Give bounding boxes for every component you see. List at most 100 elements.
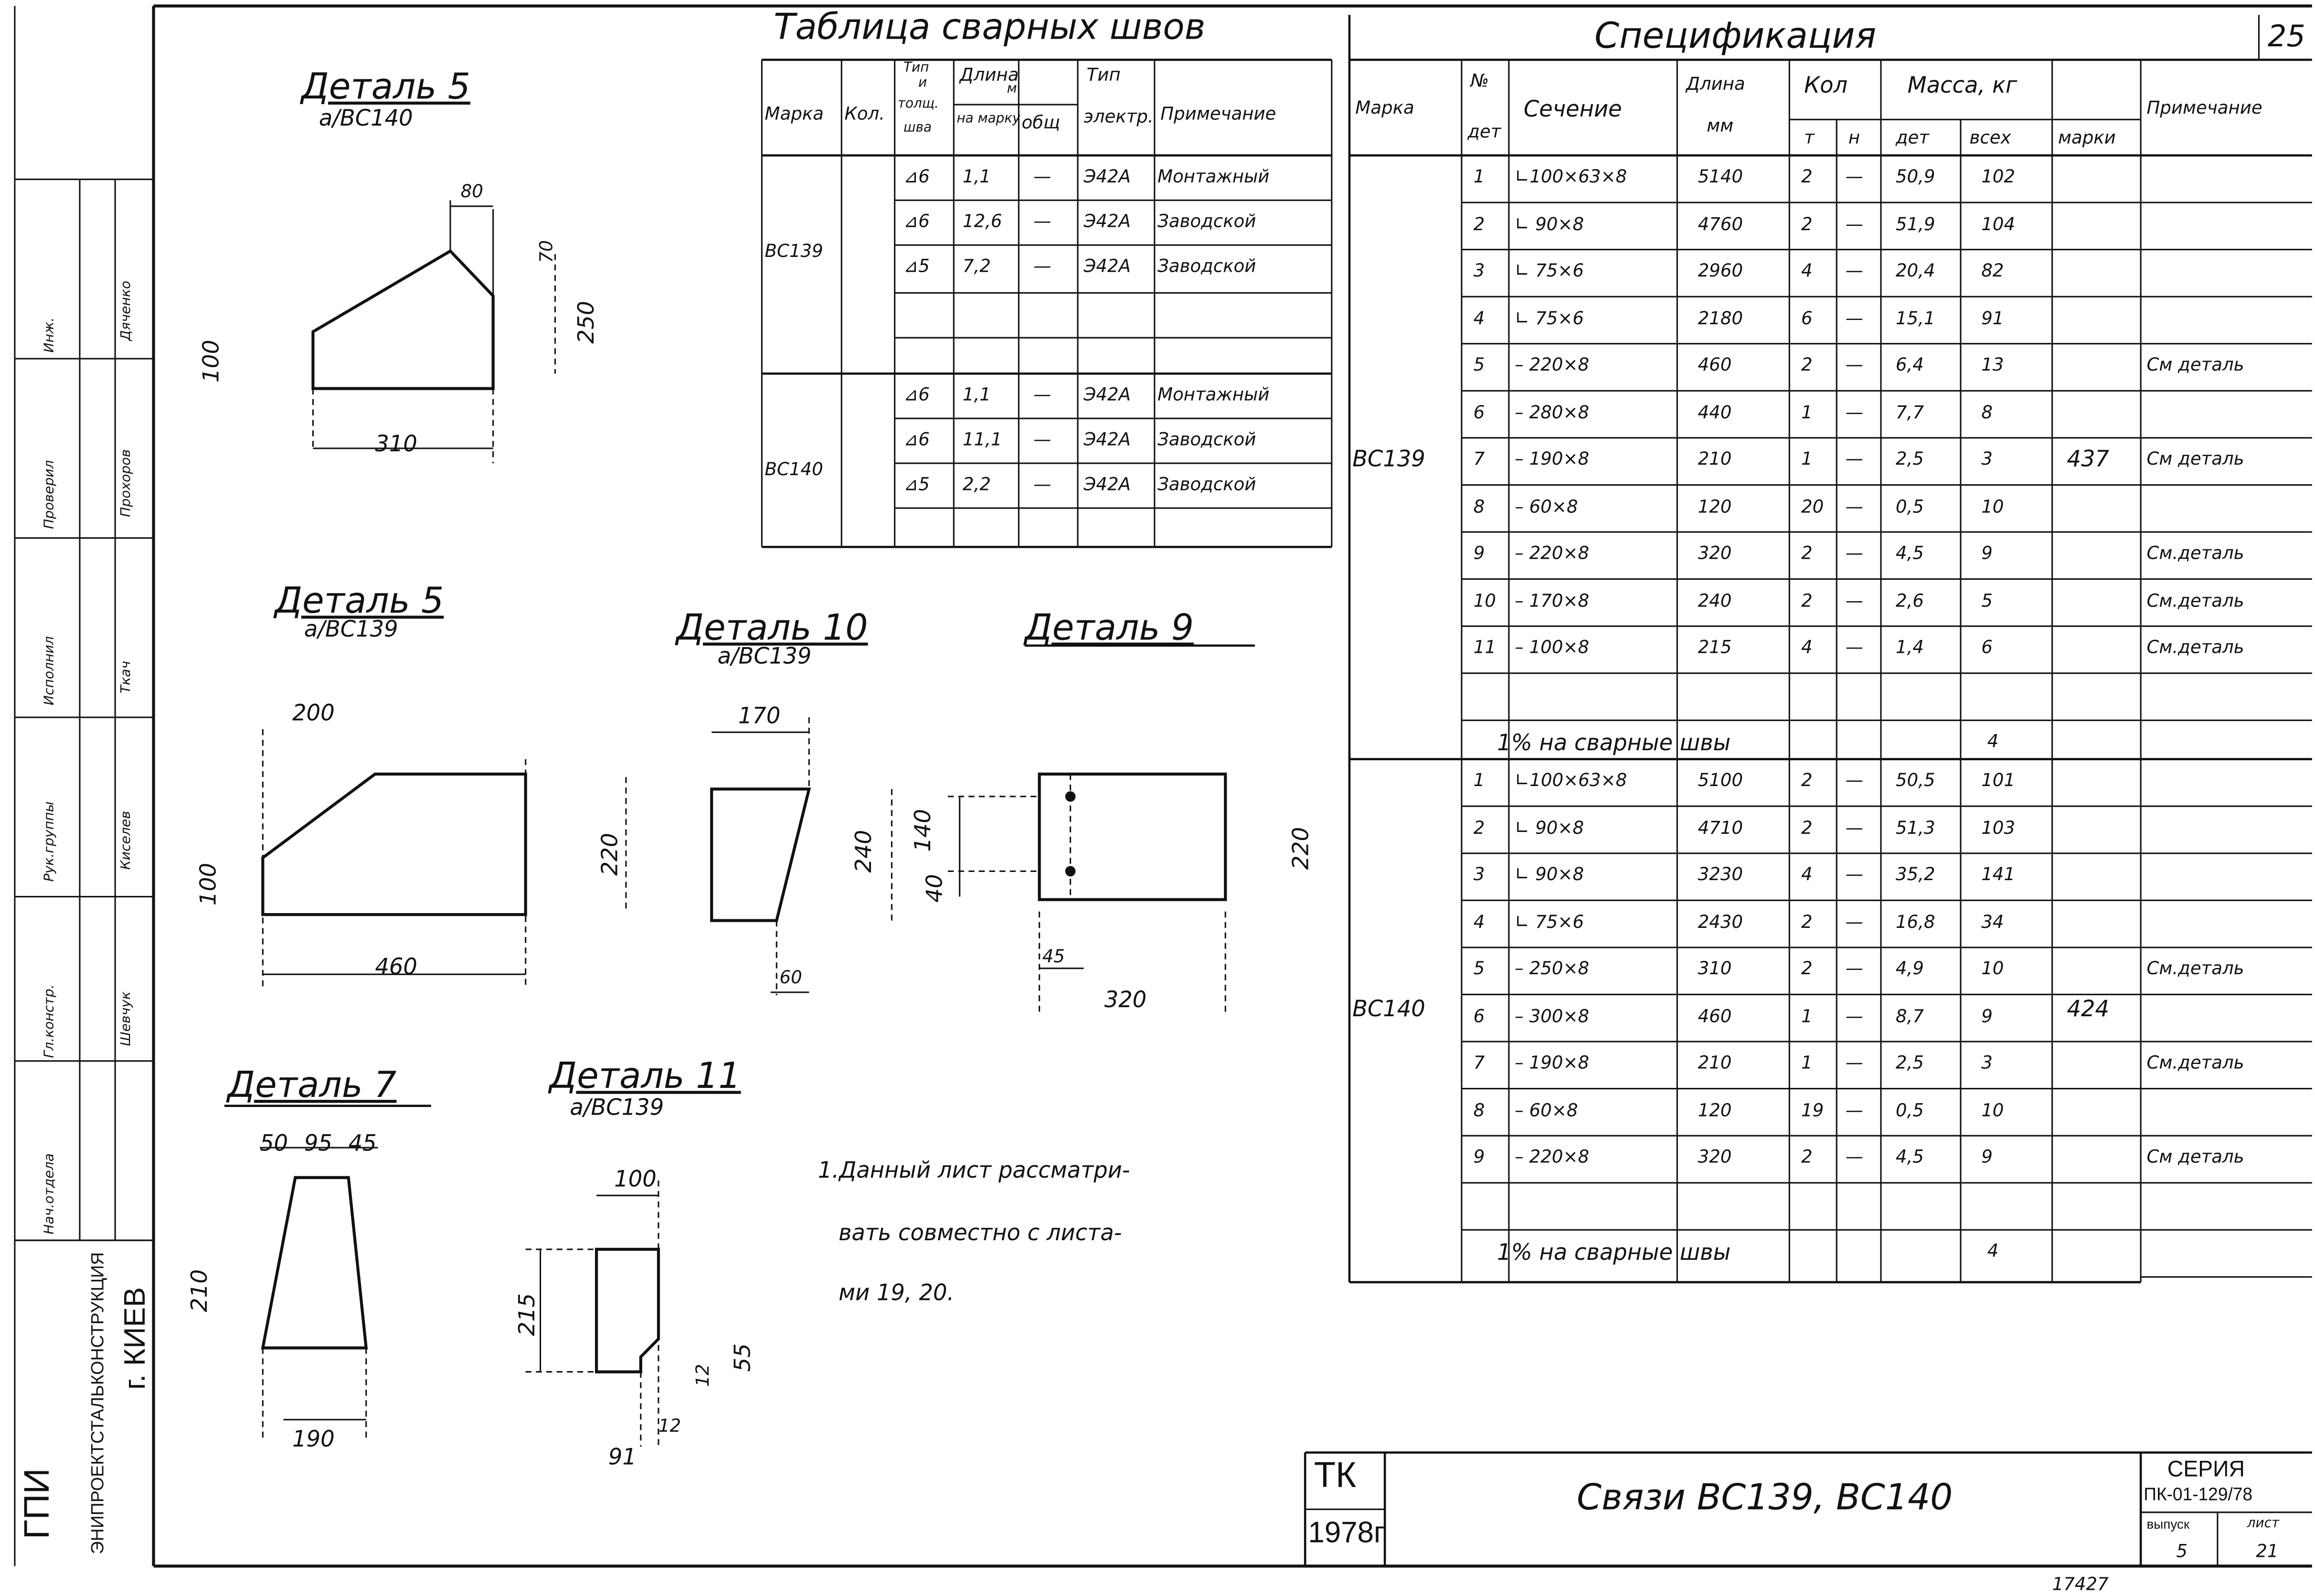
spec-part-no: 9	[1473, 1146, 1485, 1167]
spec-header-mass-all: всех	[1969, 127, 2011, 148]
spec-header-length: Длина	[1686, 73, 1745, 95]
detail-5-139-outline	[261, 772, 527, 916]
spec-section: ∟ 75×6	[1515, 260, 1584, 281]
spec-length: 210	[1698, 1052, 1732, 1073]
detail-9-outline	[1038, 772, 1227, 901]
spec-header-mark: Марка	[1355, 97, 1414, 118]
spec-mass-all: 141	[1981, 863, 2016, 885]
stamp-year: 1978г	[1308, 1517, 1385, 1550]
spec-length: 120	[1698, 1099, 1732, 1120]
spec-mass-all: 82	[1981, 260, 2004, 281]
dim-140: 140	[909, 809, 936, 852]
spec-qty-n: —	[1845, 958, 1863, 979]
spec-mass-det: 7,7	[1895, 401, 1924, 422]
weld-note: Монтажный	[1157, 166, 1270, 187]
spec-mass-det: 50,9	[1895, 166, 1935, 187]
spec-mass-all: 8	[1981, 401, 1993, 422]
spec-mass-det: 35,2	[1895, 863, 1935, 885]
spec-header-qty-t: т	[1804, 127, 1815, 148]
spec-qty-t: 1	[1801, 1005, 1813, 1026]
spec-mass-all: 34	[1981, 911, 2004, 932]
spec-length: 320	[1698, 542, 1732, 564]
weld-length-per-mark: 2,2	[962, 473, 991, 495]
dim-45: 45	[1042, 946, 1065, 967]
weld-header-length: Длина	[959, 64, 1019, 85]
org-short: ГПИ	[18, 1468, 58, 1540]
dim-12a: 12	[692, 1364, 713, 1387]
spec-length: 2430	[1698, 911, 1743, 932]
spec-qty-n: —	[1845, 863, 1863, 885]
sheet-number: 25	[2268, 18, 2305, 54]
note-line-2: вать совместно с листа-	[839, 1219, 1122, 1246]
spec-section: – 170×8	[1515, 589, 1590, 611]
weld-electrode: Э42А	[1083, 473, 1131, 495]
spec-mass-all: 5	[1981, 589, 1993, 611]
spec-qty-t: 2	[1801, 911, 1813, 932]
spec-section: ∟ 90×8	[1515, 213, 1584, 234]
spec-length: 5100	[1698, 769, 1743, 791]
spec-qty-n: —	[1845, 1052, 1863, 1073]
spec-section: – 60×8	[1515, 1099, 1578, 1120]
spec-part-no: 4	[1473, 911, 1485, 932]
spec-qty-t: 2	[1801, 166, 1813, 187]
spec-length: 210	[1698, 448, 1732, 469]
spec-mass-all: 10	[1981, 1099, 2004, 1120]
weld-length-total: —	[1033, 384, 1051, 405]
dim-50: 50	[260, 1129, 288, 1157]
spec-qty-t: 20	[1801, 495, 1824, 517]
spec-header-qty: Кол	[1804, 72, 1848, 99]
stamp-tk: ТК	[1314, 1455, 1357, 1496]
dim-45: 45	[348, 1129, 377, 1157]
dim-220: 220	[1287, 827, 1314, 870]
spec-qty-n: —	[1845, 307, 1863, 328]
weld-note: Монтажный	[1157, 384, 1270, 405]
spec-section: – 250×8	[1515, 958, 1590, 979]
dim-100: 100	[198, 340, 224, 383]
spec-mass-det: 16,8	[1895, 911, 1935, 932]
dim-210: 210	[186, 1269, 213, 1312]
weld-type: ⊿5	[903, 255, 930, 277]
spec-mass-det: 51,9	[1895, 213, 1935, 234]
spec-header-mass-mark: марки	[2058, 127, 2116, 148]
spec-mass-all: 101	[1981, 769, 2016, 791]
spec-part-no: 9	[1473, 542, 1485, 564]
spec-mass-det: 2,5	[1895, 448, 1924, 469]
spec-section: – 280×8	[1515, 401, 1590, 422]
spec-mass-all: 102	[1981, 166, 2016, 187]
spec-header-qty-n: н	[1848, 127, 1860, 148]
weld-table-title: Таблица сварных швов	[774, 6, 1206, 48]
spec-mass-all: 91	[1981, 307, 2004, 328]
spec-mass-all: 10	[1981, 495, 2004, 517]
spec-qty-n: —	[1845, 401, 1863, 422]
detail-10-outline	[710, 787, 811, 922]
spec-length: 460	[1698, 354, 1732, 375]
weld-electrode: Э42А	[1083, 211, 1131, 232]
spec-header-mass-det: дет	[1895, 127, 1929, 148]
spec-qty-t: 4	[1801, 863, 1813, 885]
spec-note: См.деталь	[2146, 637, 2244, 658]
issue-label: выпуск	[2146, 1517, 2190, 1532]
weld-header-qty: Кол.	[844, 103, 885, 124]
spec-part-no: 2	[1473, 213, 1485, 234]
sidebar-name: Прохоров	[119, 449, 135, 517]
dim-80: 80	[460, 181, 483, 202]
spec-part-no: 6	[1473, 1005, 1485, 1026]
weld-group-mark: ВС140	[765, 458, 823, 480]
weld-type: ⊿6	[903, 384, 930, 405]
spec-section: ∟100×63×8	[1515, 166, 1627, 187]
spec-qty-t: 4	[1801, 260, 1813, 281]
spec-note: См деталь	[2146, 1146, 2244, 1167]
org-name: ЭНИПРОЕКТСТАЛЬКОНСТРУКЦИЯ	[87, 1252, 108, 1554]
sidebar-role: Нач.отдела	[42, 1153, 58, 1234]
spec-part-no: 5	[1473, 354, 1485, 375]
sidebar-name: Ткач	[119, 660, 135, 693]
spec-qty-n: —	[1845, 637, 1863, 658]
spec-section: ∟100×63×8	[1515, 769, 1627, 791]
spec-length: 4760	[1698, 213, 1743, 234]
spec-qty-n: —	[1845, 911, 1863, 932]
spec-mass-det: 15,1	[1895, 307, 1935, 328]
spec-mass-det: 0,5	[1895, 495, 1924, 517]
spec-mass-det: 2,5	[1895, 1052, 1924, 1073]
weld-header-type: и	[918, 76, 927, 91]
